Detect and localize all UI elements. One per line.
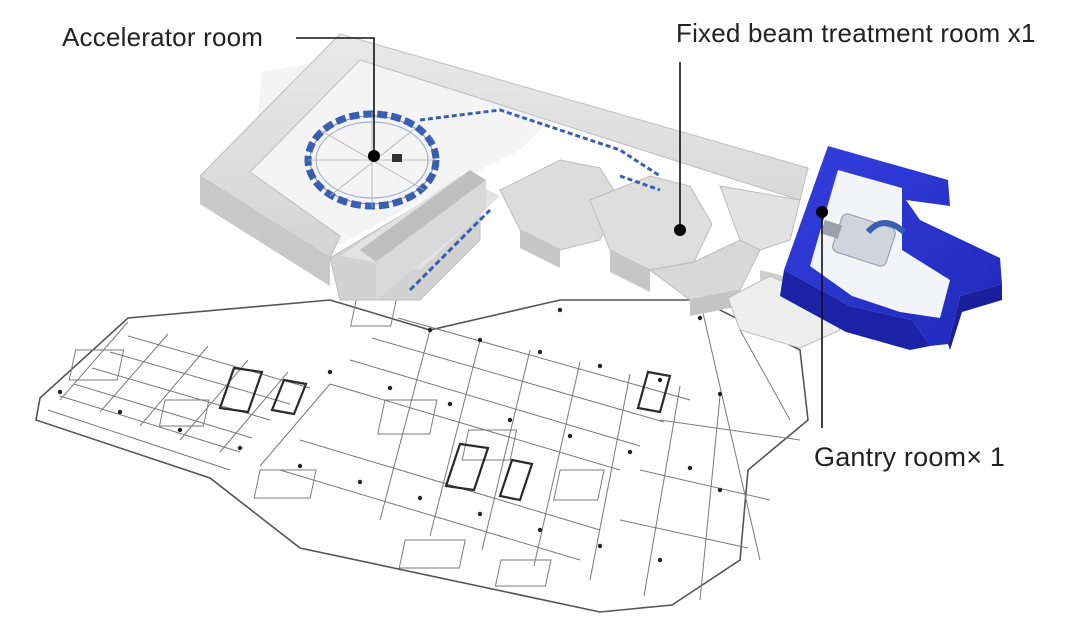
accelerator-room-label: Accelerator room bbox=[62, 22, 264, 52]
callout-lines bbox=[296, 37, 823, 428]
gantry-callout-dot bbox=[816, 206, 828, 218]
accelerator-callout-dot bbox=[368, 150, 380, 162]
fixed-beam-callout-dot bbox=[674, 224, 686, 236]
accelerator-bunker bbox=[199, 33, 841, 349]
gantry-room-structure bbox=[780, 146, 1002, 350]
fixed-beam-treatment-room-label: Fixed beam treatment room x1 bbox=[676, 18, 1036, 48]
callout-dots bbox=[368, 150, 828, 236]
accelerator-callout-line bbox=[296, 37, 375, 156]
column-dots bbox=[57, 307, 723, 563]
gantry-room-label: Gantry room× 1 bbox=[814, 442, 1006, 472]
stair-blocks bbox=[218, 366, 672, 502]
floor-plan bbox=[35, 299, 809, 613]
